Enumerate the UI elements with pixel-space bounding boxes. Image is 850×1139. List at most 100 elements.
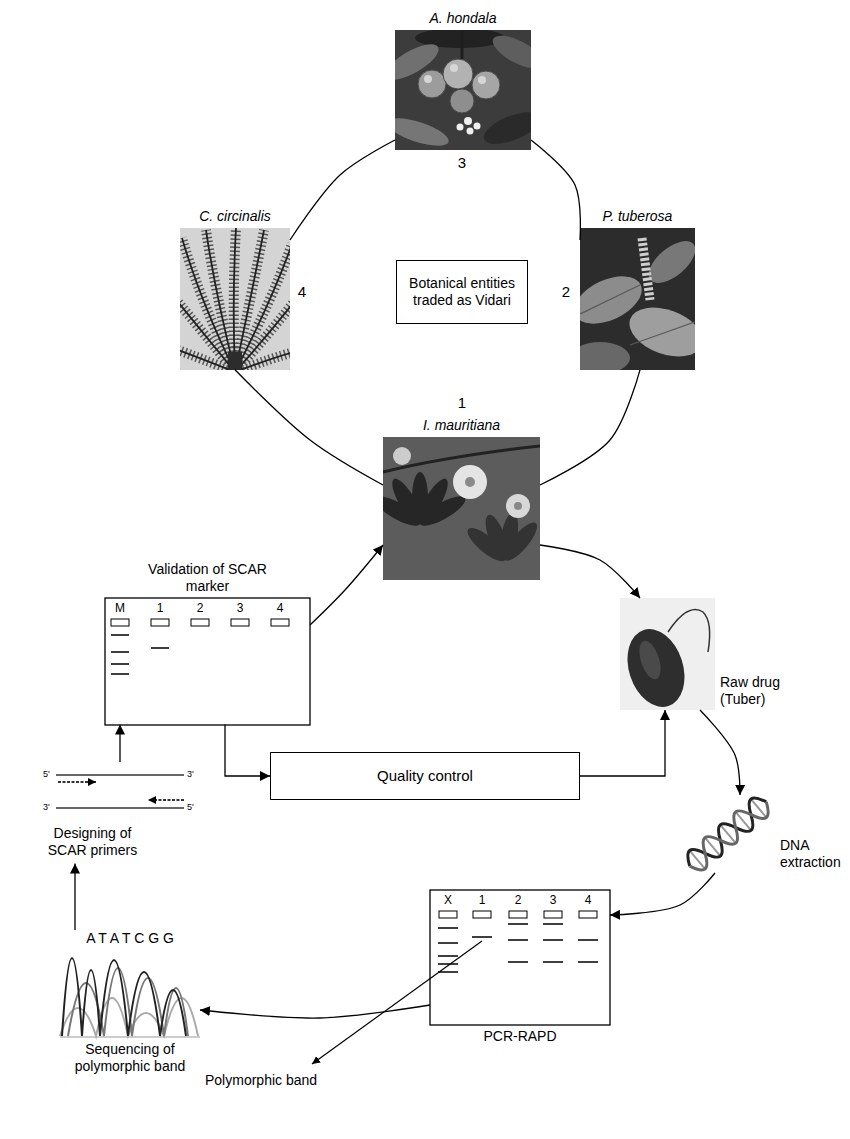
leaf [395,113,452,150]
callout-number: 3 [458,154,466,172]
tuber-photo [620,598,715,710]
highlight [450,64,458,72]
reverse-primer [148,799,184,801]
node-label: PCR-RAPD [483,1028,556,1045]
fruit [443,59,473,89]
flower [506,494,530,518]
flower-throat [465,477,475,487]
plant-photo: C. circinalis [180,208,290,370]
root [668,610,710,653]
gel-bands [438,924,598,972]
callout-number: 4 [298,283,306,301]
callout-number: 1 [458,394,466,412]
fruit [418,70,446,98]
flow-arrow [225,725,270,776]
flow-arrow [700,710,740,795]
figure-area [680,795,775,873]
validation-gel [105,598,310,725]
leaf [488,30,531,75]
gel-well [579,911,597,918]
node-label: P. tuberosa [603,208,673,225]
highlight [478,76,486,84]
leaf [623,298,695,365]
frond-leaflets [180,228,290,370]
cycle-arc [290,140,395,240]
flower-bud [393,447,411,465]
title-box: Botanical entities traded as Vidari [396,260,528,324]
callout-number: 2 [562,283,570,301]
flower [474,123,481,130]
frond-rachis [180,228,290,370]
process-box: Quality control [270,752,580,800]
tuber [620,622,694,710]
gel-well [509,911,527,918]
flow-arrow [200,1005,430,1018]
flower [453,465,487,499]
leaf [480,106,531,150]
lane-label: M [115,601,125,615]
chromatogram-figure: A T A T C G G Sequencing of polymorphic b… [60,930,200,1074]
lane-label: 3 [237,601,244,615]
node-label: Quality control [377,767,473,785]
annotation: Polymorphic band [205,1072,317,1089]
flow-arrow [119,725,120,762]
lane-label: 1 [157,601,164,615]
lane-label: 2 [197,601,204,615]
node-label: I. mauritiana [423,417,500,434]
tuber-shade [635,638,664,682]
strand [682,793,774,876]
fruit [450,89,474,113]
figure-area [580,228,695,370]
dna-strand [56,807,184,809]
mauritiana-photo [383,437,540,580]
strand-end-label: 3' [187,769,194,780]
leaf-lobe [499,518,540,565]
node-label: A. hondala [430,10,497,27]
dna-helix [682,793,774,876]
gel-panel: Validation of SCAR marker [105,561,310,725]
photo-ground [383,437,540,580]
strand [682,793,774,876]
strand-end-label: 5' [187,802,194,813]
highlight [424,75,432,83]
lane-label: 2 [515,893,522,907]
connectors [75,140,740,1018]
gel-well [271,619,289,626]
plant-photo: A. hondala [395,10,531,150]
lane-label: 4 [277,601,284,615]
dna-strand [56,774,184,776]
trace [62,958,186,1036]
flow-arrow [310,545,383,625]
palmate-leaf [463,511,540,566]
gel-outline [105,598,310,725]
node-label: Botanical entities traded as Vidari [407,275,517,309]
leaf [580,342,630,370]
chromatogram [60,958,200,1037]
lane-label: 1 [479,893,486,907]
flower [464,117,472,125]
cycle-arc [235,370,383,485]
leaf-vein [580,285,695,345]
dna-figure: DNA extraction [680,795,848,873]
gel-well [151,619,169,626]
flow-arrow [610,873,715,915]
node-label: Sequencing of polymorphic band [68,1041,193,1075]
gel-well [231,619,249,626]
flower-throat [514,502,522,510]
strand-end-label: 3' [43,802,50,813]
leaf [642,233,695,290]
circinalis-photo [180,228,290,370]
gel-bands [111,635,169,674]
leaf-lobe [416,491,469,531]
forward-primer [58,781,96,783]
figure-area [180,228,290,370]
figure-area [430,890,610,1025]
strand-end-label: 5' [43,769,50,780]
flow-arrow [540,545,640,598]
leader-line [312,941,482,1064]
node-label: A T A T C G G [86,930,174,947]
pcr-rapd-gel [430,890,610,1025]
